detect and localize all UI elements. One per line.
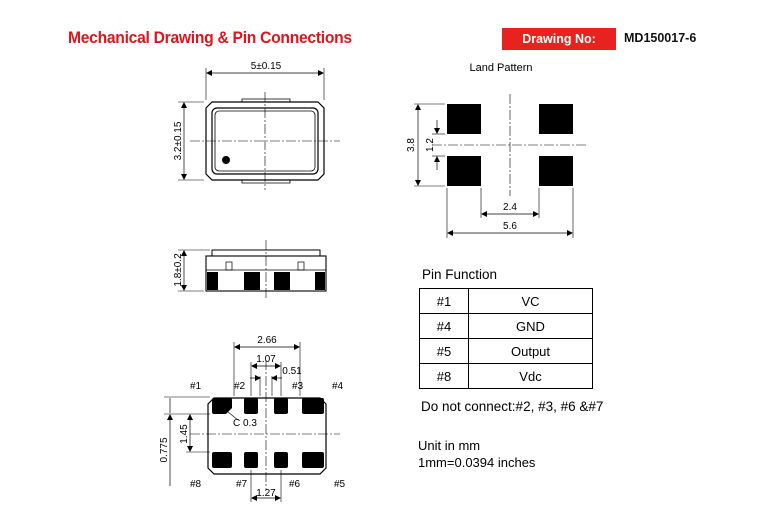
bottom-dim-f: 1.27 bbox=[256, 488, 276, 499]
pin-label-4: #4 bbox=[332, 381, 344, 392]
table-row: #4 GND bbox=[419, 313, 593, 339]
pin-label-3: #3 bbox=[292, 381, 304, 392]
pin-label-7: #7 bbox=[236, 479, 248, 490]
top-height-dim: 3.2±0.15 bbox=[173, 121, 184, 160]
bottom-dim-d: 1.45 bbox=[179, 424, 190, 444]
table-row: #5 Output bbox=[419, 338, 593, 364]
pin-label-8: #8 bbox=[190, 479, 202, 490]
side-height-dim: 1.8±0.2 bbox=[173, 253, 184, 287]
bottom-dim-e: 0.775 bbox=[159, 437, 170, 462]
land-dim-pad: 1.2 bbox=[425, 138, 436, 152]
pin-cell: #4 bbox=[419, 313, 469, 339]
no-connect-note: Do not connect:#2, #3, #6 &#7 bbox=[421, 399, 604, 414]
bottom-view bbox=[164, 342, 340, 502]
bottom-dim-c: 0.51 bbox=[282, 366, 302, 377]
pin-label-2: #2 bbox=[234, 381, 246, 392]
top-width-dim: 5±0.15 bbox=[251, 61, 282, 72]
table-row: #1 VC bbox=[419, 288, 593, 314]
pin1-marker bbox=[222, 156, 230, 164]
function-cell: GND bbox=[468, 313, 593, 339]
pin-function-title: Pin Function bbox=[422, 267, 498, 282]
land-dim-inner: 2.4 bbox=[503, 202, 517, 213]
bottom-dim-a: 2.66 bbox=[257, 335, 277, 346]
function-cell: Output bbox=[468, 338, 593, 364]
conversion-note: 1mm=0.0394 inches bbox=[418, 455, 536, 470]
pin-cell: #8 bbox=[419, 363, 469, 389]
pin-function-table: #1 VC #4 GND #5 Output #8 Vdc bbox=[419, 288, 593, 389]
land-dim-outer: 5.6 bbox=[503, 221, 517, 232]
function-cell: Vdc bbox=[468, 363, 593, 389]
land-pattern bbox=[414, 94, 588, 238]
unit-note: Unit in mm bbox=[418, 438, 481, 453]
drawing-number-value: MD150017-6 bbox=[624, 31, 697, 45]
pin-label-1: #1 bbox=[190, 381, 202, 392]
pin-label-6: #6 bbox=[289, 479, 301, 490]
bottom-dim-b: 1.07 bbox=[256, 354, 276, 365]
pin-cell: #5 bbox=[419, 338, 469, 364]
land-pattern-title: Land Pattern bbox=[470, 62, 533, 74]
table-row: #8 Vdc bbox=[419, 363, 593, 389]
page-title: Mechanical Drawing & Pin Connections bbox=[68, 28, 352, 47]
drawing-number-label: Drawing No: bbox=[502, 28, 616, 50]
top-view bbox=[178, 68, 340, 190]
chamfer-label: C 0.3 bbox=[233, 418, 257, 429]
function-cell: VC bbox=[468, 288, 593, 314]
pin-label-5: #5 bbox=[334, 479, 346, 490]
side-view bbox=[178, 240, 327, 300]
land-dim-height: 3.8 bbox=[406, 138, 417, 152]
pin-cell: #1 bbox=[419, 288, 469, 314]
